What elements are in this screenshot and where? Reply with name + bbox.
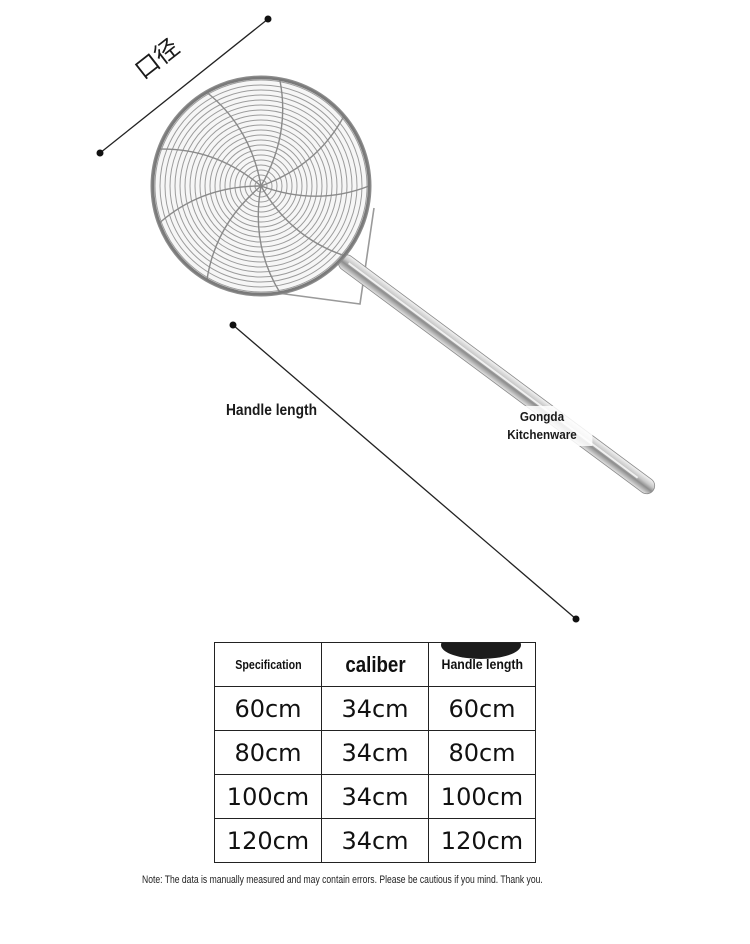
cell-specification: 120cm — [214, 818, 322, 863]
table-header-row: Specification caliber Handle length — [214, 642, 536, 687]
handle-length-dimension-line — [229, 321, 580, 623]
header-cell-specification: Specification — [214, 642, 322, 687]
cell-handle-length: 60cm — [428, 686, 536, 731]
handle-length-label: Handle length — [226, 402, 317, 419]
table-row: 120cm 34cm 120cm — [214, 818, 536, 863]
table-row: 60cm 34cm 60cm — [214, 686, 536, 731]
table-row: 100cm 34cm 100cm — [214, 774, 536, 819]
cell-handle-length: 100cm — [428, 774, 536, 819]
table-row: 80cm 34cm 80cm — [214, 730, 536, 775]
cell-specification: 100cm — [214, 774, 322, 819]
cell-specification: 80cm — [214, 730, 322, 775]
cell-caliber: 34cm — [321, 774, 429, 819]
brand-line-1: Gongda — [519, 409, 565, 424]
spec-table: Specification caliber Handle length 60cm… — [214, 642, 536, 863]
mesh-bowl — [150, 75, 372, 297]
disclaimer-note: Note: The data is manually measured and … — [142, 874, 543, 886]
cell-specification: 60cm — [214, 686, 322, 731]
strainer-illustration — [96, 15, 656, 623]
header-cell-handle-length: Handle length — [428, 642, 536, 687]
brand-line-2: Kitchenware — [507, 427, 577, 442]
cell-caliber: 34cm — [321, 818, 429, 863]
cell-caliber: 34cm — [321, 686, 429, 731]
cell-handle-length: 120cm — [428, 818, 536, 863]
handle — [338, 254, 656, 495]
cell-caliber: 34cm — [321, 730, 429, 775]
cell-handle-length: 80cm — [428, 730, 536, 775]
header-cell-caliber: caliber — [321, 642, 429, 687]
caliber-dimension-line — [96, 15, 272, 157]
brand-watermark: Gongda Kitchenware — [491, 406, 593, 446]
support-wire — [269, 207, 375, 305]
